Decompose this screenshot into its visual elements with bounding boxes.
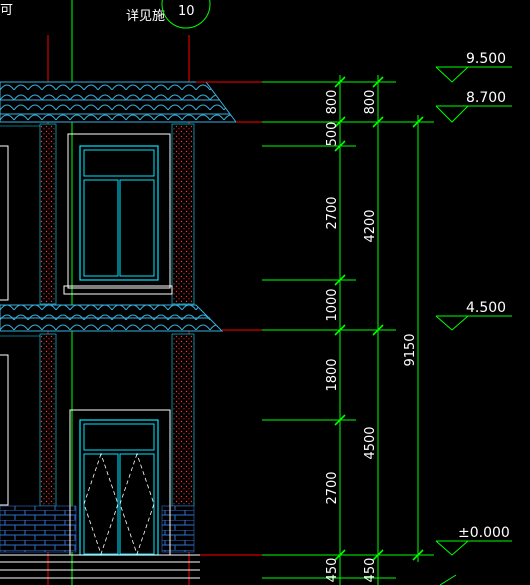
dim-label: 2700 xyxy=(325,471,340,504)
dimension-chain-outer: 9150 xyxy=(403,333,418,366)
detail-bubble-number: 10 xyxy=(178,4,195,19)
dim-label: 450 xyxy=(325,558,340,583)
walls xyxy=(0,123,195,553)
detail-callout: 可 详见施 10 xyxy=(0,0,211,29)
corner-text-fragment: 可 xyxy=(0,3,13,18)
dim-label: 500 xyxy=(325,122,340,147)
dim-label: 800 xyxy=(363,90,378,115)
level-label-eave: 8.700 xyxy=(466,90,506,106)
level-label-second-floor: 4.500 xyxy=(466,300,506,316)
dim-label: 1800 xyxy=(325,358,340,391)
ground-steps xyxy=(0,554,200,579)
detail-bubble xyxy=(161,0,211,29)
upper-window xyxy=(63,133,173,295)
dim-label: 1000 xyxy=(325,288,340,321)
dimension-chain-middle: 800 4200 4500 450 xyxy=(363,90,378,583)
level-label-ground: ±0.000 xyxy=(458,525,510,541)
upper-roof xyxy=(0,81,237,123)
level-labels: 9.500 8.700 4.500 ±0.000 xyxy=(458,51,510,541)
lower-roof xyxy=(0,304,224,332)
dim-label: 450 xyxy=(363,558,378,583)
level-label-roof-ridge: 9.500 xyxy=(466,51,506,67)
level-markers xyxy=(435,66,512,585)
dimension-chain-inner: 800 500 2700 1000 1800 2700 450 xyxy=(325,90,340,583)
dimension-lines xyxy=(262,75,434,585)
level-extension-lines xyxy=(196,81,262,556)
dim-label: 800 xyxy=(325,90,340,115)
dim-label-total: 9150 xyxy=(403,333,418,366)
dim-label: 4500 xyxy=(363,426,378,459)
dim-label: 2700 xyxy=(325,196,340,229)
entrance-door xyxy=(69,409,171,556)
dim-label: 4200 xyxy=(363,209,378,242)
left-window-fragments xyxy=(0,145,9,506)
detail-note: 详见施 xyxy=(126,9,165,24)
